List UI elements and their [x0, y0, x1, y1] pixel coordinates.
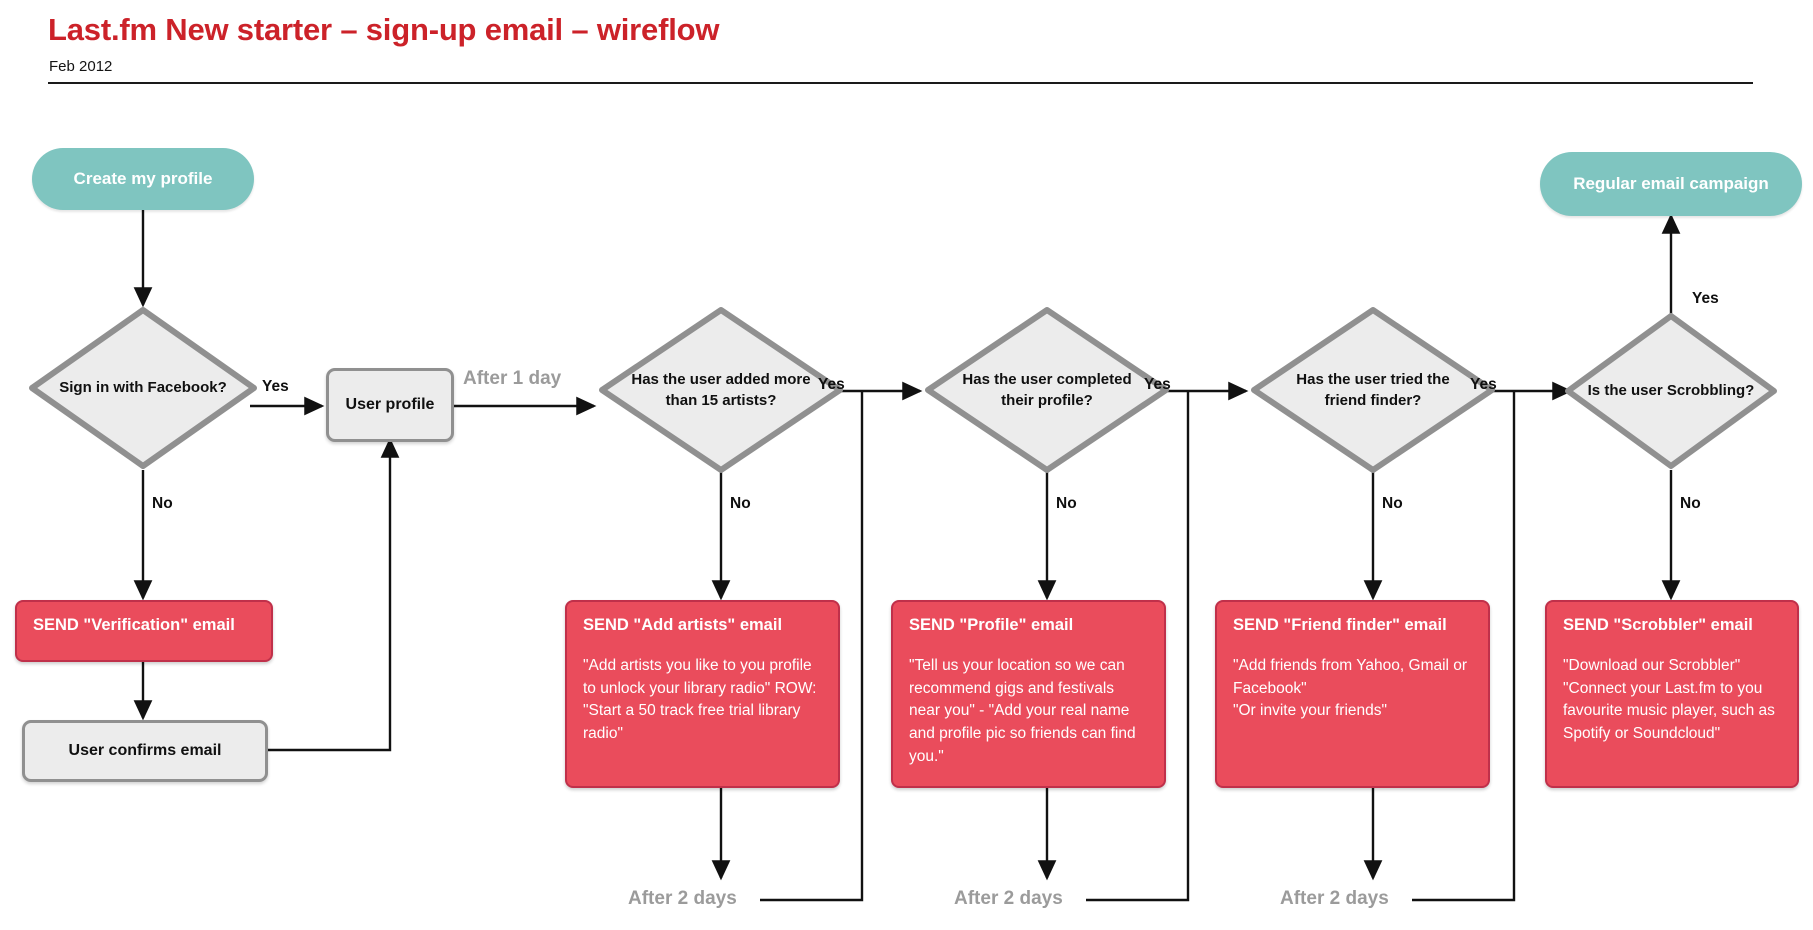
edge-label-yes-artists: Yes	[818, 376, 845, 393]
edge-label-no-artists: No	[730, 495, 751, 512]
decision-label: Has the user added more than 15 artists?	[631, 370, 811, 409]
decision-completed-profile[interactable]: Has the user completed their profile?	[924, 306, 1170, 474]
diamond-shape	[1565, 313, 1777, 469]
email-heading: SEND "Profile" email	[909, 616, 1074, 634]
email-card-add-artists[interactable]: SEND "Add artists" email "Add artists yo…	[565, 600, 840, 788]
start-node[interactable]: Create my profile	[32, 148, 254, 210]
email-card-scrobbler[interactable]: SEND "Scrobbler" email "Download our Scr…	[1545, 600, 1799, 788]
decision-label: Has the user completed their profile?	[962, 370, 1132, 409]
page-title: Last.fm New starter – sign-up email – wi…	[48, 12, 720, 47]
diamond-shape	[925, 307, 1169, 473]
decision-is-user-scrobbling[interactable]: Is the user Scrobbling?	[1564, 312, 1778, 470]
edge-label-after-1-day: After 1 day	[463, 368, 562, 389]
edge-label-yes-facebook: Yes	[262, 378, 289, 395]
email-body: "Add friends from Yahoo, Gmail or Facebo…	[1233, 656, 1468, 720]
edge-label-no-profile: No	[1056, 495, 1077, 512]
decision-tried-friend-finder[interactable]: Has the user tried the friend finder?	[1250, 306, 1496, 474]
decision-label: Has the user tried the friend finder?	[1296, 370, 1450, 409]
diamond-shape	[599, 307, 843, 473]
email-card-profile[interactable]: SEND "Profile" email "Tell us your locat…	[891, 600, 1166, 788]
email-heading: SEND "Verification" email	[33, 616, 235, 634]
edge-label-after-2-days-1: After 2 days	[628, 888, 737, 909]
process-user-profile[interactable]: User profile	[326, 368, 454, 442]
edge-label-yes-profile: Yes	[1144, 376, 1171, 393]
email-heading: SEND "Scrobbler" email	[1563, 616, 1753, 634]
edge-label-after-2-days-3: After 2 days	[1280, 888, 1389, 909]
email-card-friend-finder[interactable]: SEND "Friend finder" email "Add friends …	[1215, 600, 1490, 788]
email-card-verification[interactable]: SEND "Verification" email	[15, 600, 273, 662]
header-divider	[48, 82, 1753, 84]
page-subtitle: Feb 2012	[49, 58, 113, 75]
email-body: "Download our Scrobbler" "Connect your L…	[1563, 656, 1775, 743]
process-user-confirms-email[interactable]: User confirms email	[22, 720, 268, 782]
decision-added-15-artists[interactable]: Has the user added more than 15 artists?	[598, 306, 844, 474]
edge-label-no-scrobbling: No	[1680, 495, 1701, 512]
edge-label-no-facebook: No	[152, 495, 173, 512]
diamond-shape	[1251, 307, 1495, 473]
diamond-shape	[29, 307, 257, 469]
edge-label-yes-scrobbling: Yes	[1692, 290, 1719, 307]
edge-label-after-2-days-2: After 2 days	[954, 888, 1063, 909]
email-body: "Add artists you like to you profile to …	[583, 656, 817, 743]
end-node[interactable]: Regular email campaign	[1540, 152, 1802, 216]
email-heading: SEND "Add artists" email	[583, 616, 783, 634]
decision-sign-in-facebook[interactable]: Sign in with Facebook?	[28, 306, 258, 470]
edge-label-yes-friend: Yes	[1470, 376, 1497, 393]
decision-label: Sign in with Facebook?	[59, 379, 227, 397]
email-body: "Tell us your location so we can recomme…	[909, 656, 1136, 765]
decision-label: Is the user Scrobbling?	[1587, 382, 1755, 400]
edge-label-no-friend: No	[1382, 495, 1403, 512]
email-heading: SEND "Friend finder" email	[1233, 616, 1447, 634]
